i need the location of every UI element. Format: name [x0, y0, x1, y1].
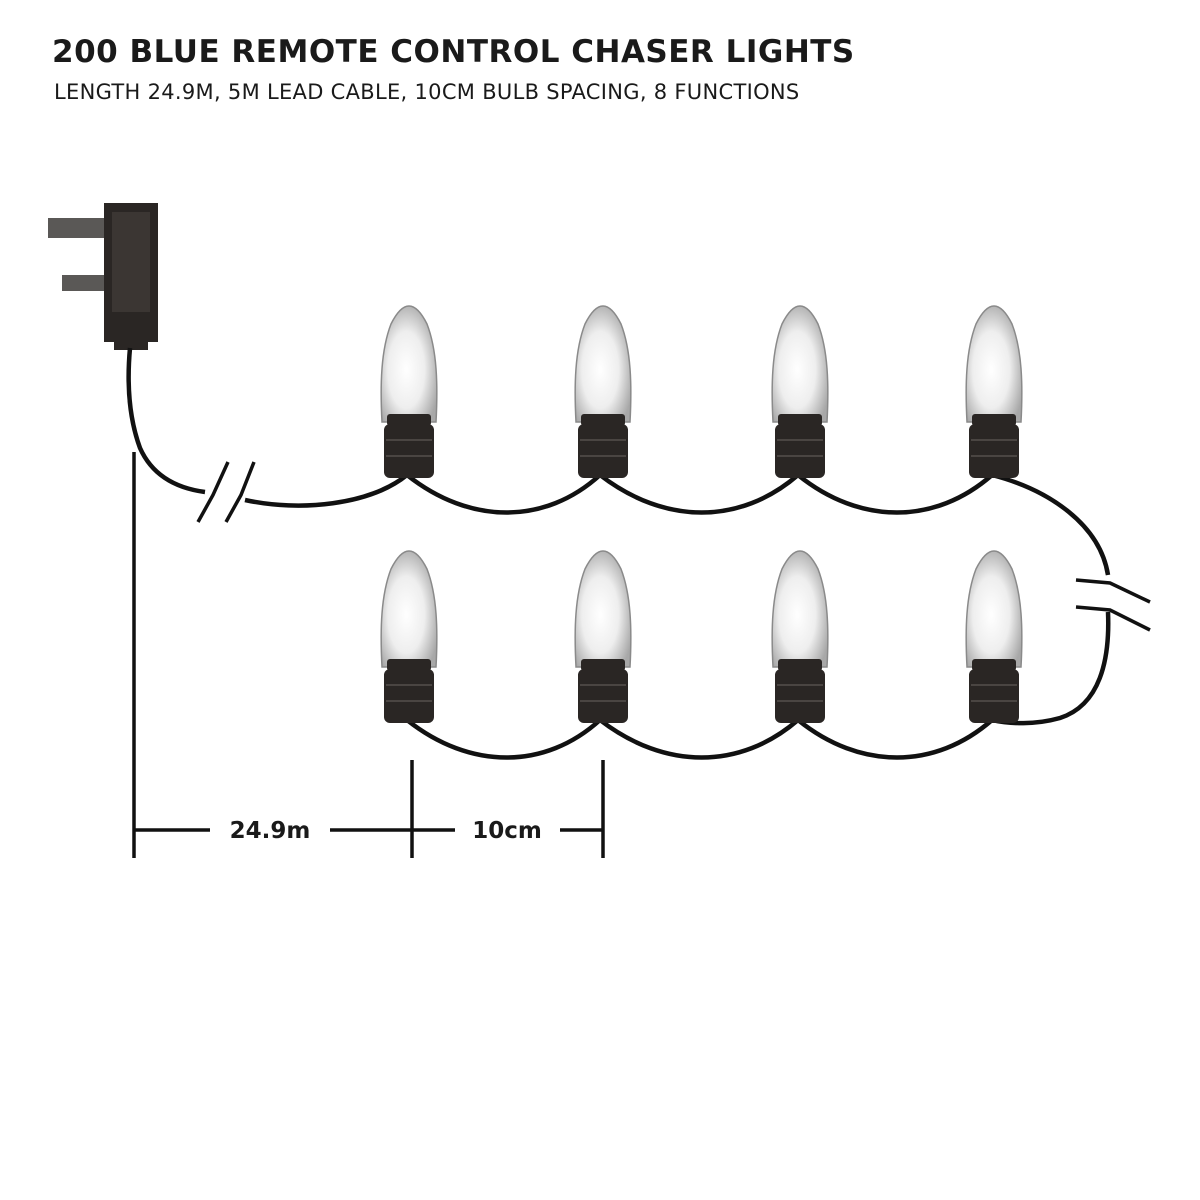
- cable-break-icon: [196, 461, 256, 523]
- lead-cable: [126, 347, 206, 495]
- c7-bulb-icon: [380, 550, 438, 724]
- diagram-title: 200 BLUE REMOTE CONTROL CHASER LIGHTS: [52, 34, 855, 70]
- string-cable-top-lead: [244, 473, 409, 508]
- c7-bulb-icon: [574, 305, 632, 479]
- dimension-lines: [132, 452, 605, 858]
- bulb-row-bottom: [380, 550, 1023, 724]
- string-cable-bottom: [405, 718, 994, 760]
- c7-bulb-icon: [380, 305, 438, 479]
- power-plug-icon: [48, 203, 158, 350]
- diagram-subtitle: LENGTH 24.9M, 5M LEAD CABLE, 10CM BULB S…: [54, 80, 800, 104]
- c7-bulb-icon: [965, 305, 1023, 479]
- cable-break-icon: [1075, 578, 1151, 632]
- bulb-spacing-label: 10cm: [472, 818, 542, 844]
- string-cable-top: [405, 473, 994, 515]
- c7-bulb-icon: [771, 305, 829, 479]
- c7-bulb-icon: [574, 550, 632, 724]
- c7-bulb-icon: [965, 550, 1023, 724]
- bulb-row-top: [380, 305, 1023, 479]
- c7-bulb-icon: [771, 550, 829, 724]
- total-length-label: 24.9m: [230, 818, 311, 844]
